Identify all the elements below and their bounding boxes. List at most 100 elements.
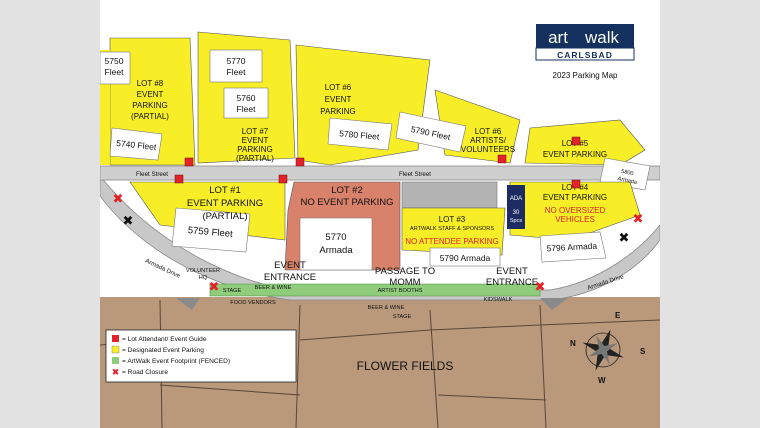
map-title: 2023 Parking Map bbox=[553, 71, 618, 80]
road-closure-markers: ✖✖ ✖✖ ✖✖ bbox=[113, 191, 644, 294]
svg-text:walk: walk bbox=[584, 28, 620, 47]
building-5800-label-1: 5800 bbox=[620, 169, 633, 177]
svg-text:✖: ✖ bbox=[113, 191, 124, 206]
legend-item-attendant: = Lot Attendant/ Event Guide bbox=[122, 336, 207, 343]
svg-text:VOLUNTEERS: VOLUNTEERS bbox=[461, 145, 515, 154]
svg-text:art: art bbox=[548, 28, 568, 47]
ada-label: ADA bbox=[510, 196, 522, 202]
svg-text:LOT #1: LOT #1 bbox=[209, 185, 241, 196]
legend-swatch-footprint bbox=[112, 357, 119, 364]
building-5760-label-2: Fleet bbox=[237, 104, 257, 114]
gray-lot-area bbox=[401, 181, 498, 209]
building-5759-fleet bbox=[171, 207, 251, 253]
building-5790-armada bbox=[429, 247, 501, 267]
building-5740-label: 5740 Fleet bbox=[116, 138, 158, 152]
svg-text:✖: ✖ bbox=[123, 213, 134, 228]
fleet-street-label-right: Fleet Street bbox=[399, 171, 431, 178]
svg-text:PARKING: PARKING bbox=[320, 107, 355, 116]
svg-text:EVENT PARKING: EVENT PARKING bbox=[543, 150, 607, 159]
ada-parking-area bbox=[507, 185, 525, 229]
event-entrance-right-2: ENTRANCE bbox=[486, 277, 538, 288]
svg-text:(PARTIAL): (PARTIAL) bbox=[131, 112, 169, 121]
svg-text:(PARTIAL): (PARTIAL) bbox=[202, 211, 247, 222]
lot-3-area bbox=[401, 207, 506, 256]
stage-label-top: STAGE bbox=[223, 288, 242, 294]
svg-text:✖: ✖ bbox=[633, 211, 644, 226]
compass-rose-icon bbox=[582, 329, 624, 371]
svg-text:EVENT: EVENT bbox=[242, 136, 269, 145]
svg-text:NO EVENT PARKING: NO EVENT PARKING bbox=[300, 197, 393, 208]
flower-fields-label: FLOWER FIELDS bbox=[357, 359, 454, 373]
svg-text:✖: ✖ bbox=[209, 279, 220, 294]
legend-item-closure: = Road Closure bbox=[122, 369, 168, 376]
compass-w: W bbox=[598, 376, 606, 385]
legend: ✖ = Lot Attendant/ Event Guide = Designa… bbox=[105, 329, 297, 383]
volunteer-hq-label-1: VOLUNTEER bbox=[186, 268, 220, 274]
building-5760-label-1: 5760 bbox=[237, 93, 256, 103]
artwalk-logo: art walk CARLSBAD bbox=[535, 24, 635, 61]
lot-1-label: LOT #1 EVENT PARKING (PARTIAL) bbox=[187, 185, 263, 222]
legend-swatch-attendant bbox=[112, 335, 119, 342]
building-5790a-label: 5790 Armada bbox=[440, 253, 491, 263]
building-5790-fleet bbox=[395, 111, 467, 153]
svg-text:EVENT PARKING: EVENT PARKING bbox=[543, 193, 607, 202]
building-5770a-label-1: 5770 bbox=[325, 232, 346, 243]
lot-attendant-markers bbox=[174, 136, 581, 189]
svg-text:VEHICLES: VEHICLES bbox=[555, 215, 595, 224]
building-5750-label-2: Fleet bbox=[105, 67, 125, 77]
svg-text:PARKING: PARKING bbox=[237, 145, 272, 154]
building-5796-armada bbox=[539, 231, 607, 263]
building-5770a-label-2: Armada bbox=[319, 245, 353, 256]
beer-wine-label-bottom: BEER & WINE bbox=[368, 305, 405, 311]
passage-label-2: MOMM bbox=[389, 277, 420, 288]
svg-text:LOT #6: LOT #6 bbox=[325, 83, 352, 92]
svg-text:EVENT: EVENT bbox=[325, 95, 352, 104]
compass-e: E bbox=[615, 311, 621, 320]
svg-text:(PARTIAL): (PARTIAL) bbox=[236, 154, 274, 163]
parking-map: LOT #8 EVENT PARKING (PARTIAL) LOT #7 EV… bbox=[100, 0, 660, 428]
building-5740-fleet bbox=[109, 127, 163, 161]
building-5780-label: 5780 Fleet bbox=[339, 128, 381, 142]
svg-text:LOT #7: LOT #7 bbox=[242, 127, 269, 136]
beer-wine-label-top: BEER & WINE bbox=[255, 285, 292, 291]
event-footprint-area bbox=[209, 283, 541, 297]
ada-spaces-2: Spcs bbox=[510, 218, 522, 224]
passage-label-1: PASSAGE TO bbox=[375, 266, 435, 277]
svg-text:EVENT PARKING: EVENT PARKING bbox=[187, 198, 263, 209]
svg-text:✖: ✖ bbox=[619, 230, 630, 245]
ramp-left bbox=[176, 298, 200, 310]
svg-text:CARLSBAD: CARLSBAD bbox=[557, 50, 613, 60]
fleet-street-label-left: Fleet Street bbox=[136, 171, 168, 178]
lot-6-label: LOT #6 EVENT PARKING bbox=[320, 83, 355, 116]
parking-map-svg: LOT #8 EVENT PARKING (PARTIAL) LOT #7 EV… bbox=[100, 24, 660, 428]
lot-7-label: LOT #7 EVENT PARKING (PARTIAL) bbox=[236, 127, 274, 163]
artist-booths-label: ARTIST BOOTHS bbox=[378, 288, 423, 294]
lot-8-label: LOT #8 EVENT PARKING (PARTIAL) bbox=[131, 79, 169, 121]
left-margin bbox=[0, 0, 100, 428]
building-5770f-label-2: Fleet bbox=[227, 67, 247, 77]
svg-text:✖: ✖ bbox=[535, 279, 546, 294]
svg-text:NO OVERSIZED: NO OVERSIZED bbox=[545, 206, 606, 215]
event-entrance-left-1: EVENT bbox=[274, 260, 306, 271]
volunteer-hq-label-2: HQ bbox=[199, 275, 208, 281]
svg-text:LOT #3: LOT #3 bbox=[439, 215, 466, 224]
legend-swatch-closure: ✖ bbox=[112, 367, 120, 377]
svg-text:EVENT: EVENT bbox=[137, 90, 164, 99]
fleet-street-road bbox=[100, 165, 660, 181]
compass-n: N bbox=[570, 339, 576, 348]
ada-spaces-1: 30 bbox=[513, 210, 520, 216]
svg-text:LOT #8: LOT #8 bbox=[137, 79, 164, 88]
building-5750-label-1: 5750 bbox=[105, 56, 124, 66]
legend-item-parking: = Designated Event Parking bbox=[122, 347, 204, 354]
stage-label-bottom: STAGE bbox=[393, 314, 412, 320]
svg-text:NO ATTENDEE PARKING: NO ATTENDEE PARKING bbox=[405, 237, 499, 246]
armada-drive-road bbox=[100, 175, 660, 301]
event-entrance-right-1: EVENT bbox=[496, 266, 528, 277]
building-5780-fleet bbox=[327, 117, 393, 151]
building-5770-fleet bbox=[209, 49, 263, 83]
svg-text:ARTWALK STAFF & SPONSORS: ARTWALK STAFF & SPONSORS bbox=[410, 226, 494, 232]
lot-6b-label: LOT #6 ARTISTS/ VOLUNTEERS bbox=[461, 127, 515, 154]
kidswalk-label: KIDSWALK bbox=[484, 297, 513, 303]
svg-text:LOT #6: LOT #6 bbox=[475, 127, 502, 136]
